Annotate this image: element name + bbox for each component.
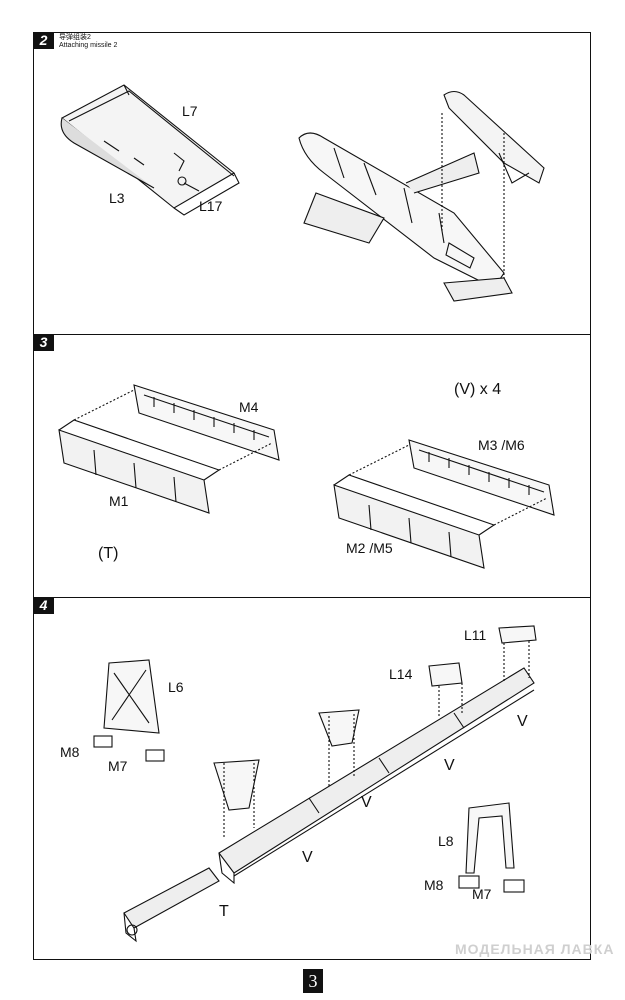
part-label-l8: L8 bbox=[438, 833, 454, 849]
part-label-m1: M1 bbox=[109, 493, 129, 509]
part-label-m3-m6: M3 /M6 bbox=[478, 437, 525, 453]
part-label-m7-left: M7 bbox=[108, 758, 128, 774]
part-label-l3: L3 bbox=[109, 190, 125, 206]
part-label-m2-m5: M2 /M5 bbox=[346, 540, 393, 556]
part-label-v-2: V bbox=[444, 757, 455, 774]
rail-section-drawing bbox=[58, 384, 555, 569]
quantity-note: (V) x 4 bbox=[454, 381, 502, 398]
part-label-l14: L14 bbox=[389, 666, 413, 682]
part-label-v-1: V bbox=[517, 713, 528, 730]
part-label-l11: L11 bbox=[464, 627, 487, 643]
part-label-m8-left: M8 bbox=[60, 744, 80, 760]
part-label-l17: L17 bbox=[199, 198, 223, 214]
watermark: МОДЕЛЬНАЯ ЛАВКА bbox=[455, 941, 615, 957]
step-4-panel: 4 L11 bbox=[33, 597, 591, 960]
part-label-m7-right: M7 bbox=[472, 886, 492, 902]
step-3-panel: 3 M4 M1 (T) (V) x 4 M3 /M6 M2 /M5 bbox=[33, 334, 591, 598]
step-number-badge: 2 bbox=[34, 33, 54, 49]
step-number-badge: 4 bbox=[34, 598, 54, 614]
step-title: 导弹组装2 Attaching missile 2 bbox=[59, 34, 117, 50]
part-label-l7: L7 bbox=[182, 103, 198, 119]
step-title-cn: 导弹组装2 bbox=[59, 34, 91, 41]
page-number: 3 bbox=[303, 969, 323, 993]
part-label-m4: M4 bbox=[239, 399, 259, 415]
part-label-t: (T) bbox=[98, 545, 119, 562]
part-label-v-4: V bbox=[302, 849, 313, 866]
part-label-l6: L6 bbox=[168, 679, 184, 695]
part-label-t: T bbox=[219, 903, 229, 920]
launch-ramp-drawing bbox=[93, 625, 537, 943]
step-number-badge: 3 bbox=[34, 335, 54, 351]
part-label-m8-right: M8 bbox=[424, 877, 444, 893]
step-2-panel: 2 导弹组装2 Attaching missile 2 bbox=[33, 32, 591, 335]
part-label-v-3: V bbox=[361, 794, 372, 811]
missile-assembly-drawing bbox=[60, 84, 545, 302]
step-title-en: Attaching missile 2 bbox=[59, 42, 118, 49]
